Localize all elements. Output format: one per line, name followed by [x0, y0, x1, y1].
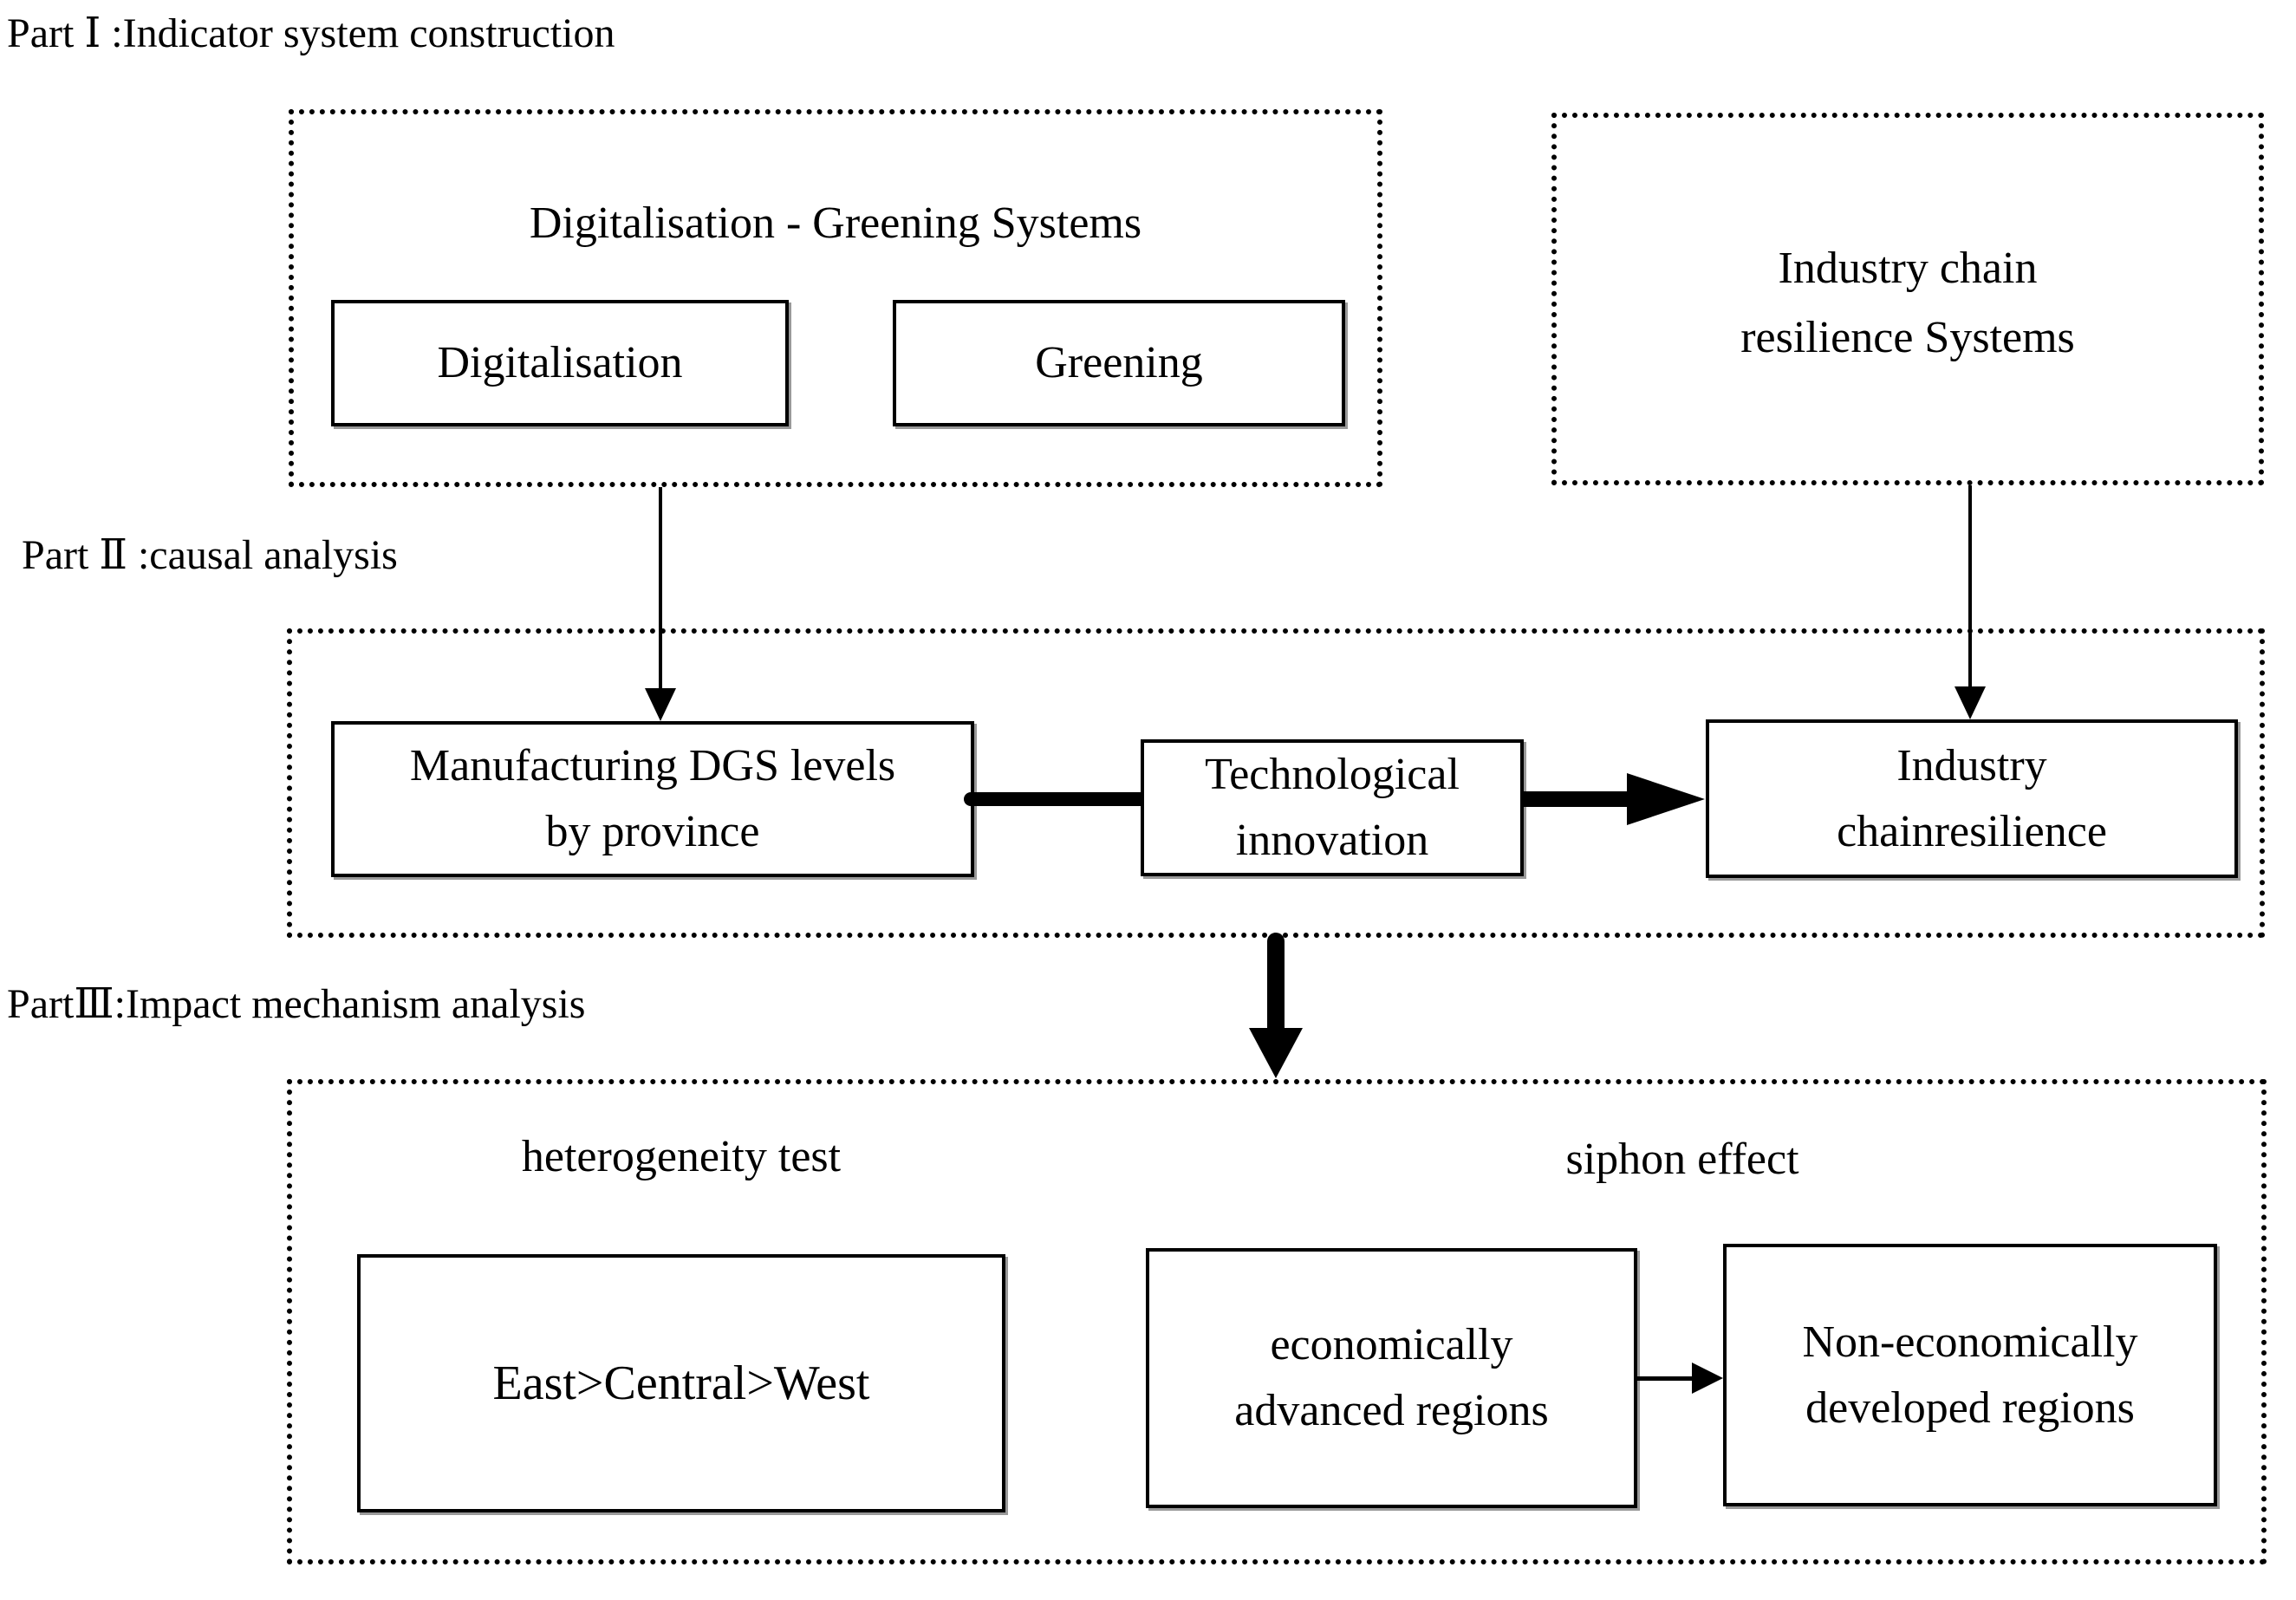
industry-chain-resilience-systems-group: Industry chain resilience Systems — [1551, 113, 2264, 485]
arrow-technological-to-industry-resilience-arrowhead — [1627, 773, 1705, 825]
non-economically-developed-regions-line2: developed regions — [1805, 1382, 2135, 1433]
part3-label: PartⅢ:Impact mechanism analysis — [7, 981, 586, 1027]
arrow-icr-to-industry-resilience-arrowhead — [1955, 686, 1986, 719]
heterogeneity-result-box: East>Central>West — [357, 1254, 1005, 1512]
arrow-dgs-to-manufacturing-shaft — [659, 487, 662, 688]
arrow-advanced-to-developed-arrowhead — [1692, 1363, 1723, 1394]
digitalisation-box-label: Digitalisation — [437, 338, 683, 387]
economically-advanced-regions-line2: advanced regions — [1234, 1386, 1549, 1435]
technological-innovation-box: Technological innovation — [1141, 739, 1524, 876]
industry-chainresilience-box-line2: chainresilience — [1837, 806, 2107, 856]
non-economically-developed-regions-line1: Non-economically — [1802, 1317, 2138, 1367]
arrow-dgs-to-manufacturing-arrowhead — [645, 688, 676, 721]
impact-mechanism-group: heterogeneity test siphon effect East>Ce… — [287, 1079, 2267, 1564]
non-economically-developed-regions-box: Non-economically developed regions — [1723, 1244, 2217, 1506]
arrow-icr-to-industry-resilience-shaft — [1968, 485, 1972, 686]
digitalisation-greening-systems-title: Digitalisation - Greening Systems — [529, 198, 1142, 248]
technological-innovation-box-line2: innovation — [1235, 816, 1429, 865]
manufacturing-dgs-box-line1: Manufacturing DGS levels — [409, 741, 896, 790]
heterogeneity-test-title: heterogeneity test — [521, 1132, 842, 1181]
economically-advanced-regions-box: economically advanced regions — [1146, 1248, 1637, 1508]
heterogeneity-result-text: East>Central>West — [492, 1356, 870, 1410]
digitalisation-box: Digitalisation — [331, 300, 789, 426]
industry-chain-resilience-systems-title-line2: resilience Systems — [1740, 313, 2075, 362]
industry-chain-resilience-systems-title-line1: Industry chain — [1778, 244, 2038, 293]
arrow-causal-to-mechanism-shaft — [1267, 933, 1285, 1028]
siphon-effect-title: siphon effect — [1565, 1135, 1799, 1184]
manufacturing-dgs-box-line2: by province — [545, 807, 760, 856]
greening-box: Greening — [893, 300, 1345, 426]
industry-chain-resilience-systems-title: Industry chain resilience Systems — [1557, 234, 2259, 373]
arrow-technological-to-industry-resilience-shaft — [1524, 791, 1628, 807]
part1-label: Part Ⅰ :Indicator system construction — [7, 10, 615, 56]
technological-innovation-box-line1: Technological — [1205, 750, 1460, 799]
industry-chainresilience-box: Industry chainresilience — [1706, 719, 2238, 878]
arrow-causal-to-mechanism-arrowhead — [1249, 1028, 1303, 1078]
connector-manufacturing-to-technological — [964, 792, 1141, 806]
industry-chainresilience-box-line1: Industry — [1896, 740, 2047, 790]
economically-advanced-regions-line1: economically — [1270, 1320, 1513, 1369]
arrow-advanced-to-developed-shaft — [1637, 1376, 1694, 1381]
greening-box-label: Greening — [1035, 338, 1203, 387]
digitalisation-greening-systems-group: Digitalisation - Greening Systems Digita… — [289, 109, 1382, 487]
part2-label: Part Ⅱ :causal analysis — [22, 532, 398, 578]
causal-analysis-group: Manufacturing DGS levels by province Tec… — [287, 628, 2265, 938]
manufacturing-dgs-box: Manufacturing DGS levels by province — [331, 721, 974, 877]
